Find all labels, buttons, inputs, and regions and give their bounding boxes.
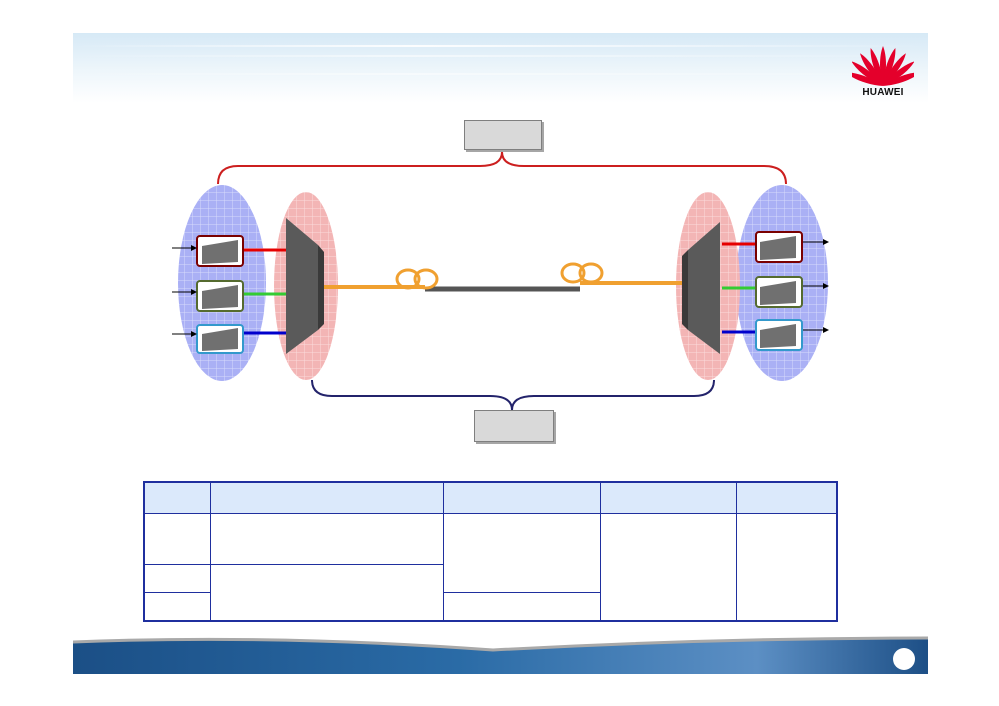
table-header-row bbox=[143, 481, 838, 515]
table-cell bbox=[143, 563, 211, 594]
footer-banner bbox=[73, 636, 928, 674]
table-cell bbox=[143, 513, 211, 565]
table-cell bbox=[209, 563, 444, 622]
table-cell bbox=[143, 592, 211, 622]
table-cell bbox=[442, 513, 601, 594]
demultiplexer bbox=[682, 222, 720, 354]
table-header-cell bbox=[735, 481, 838, 515]
transponder-green bbox=[196, 280, 244, 312]
table-row bbox=[143, 563, 837, 622]
table-row bbox=[143, 513, 838, 622]
table-header-cell bbox=[442, 481, 601, 515]
table-cell bbox=[209, 513, 444, 565]
transponder-red bbox=[196, 235, 244, 267]
table-header-cell bbox=[143, 481, 211, 515]
comparison-table bbox=[143, 481, 838, 622]
transponder-blue bbox=[755, 319, 803, 351]
transponder-red bbox=[755, 231, 803, 263]
table-cell bbox=[599, 513, 737, 622]
huawei-petals-icon bbox=[845, 46, 921, 86]
logo-text: HUAWEI bbox=[862, 87, 904, 98]
huawei-logo: HUAWEI bbox=[845, 42, 921, 102]
transponder-label-box bbox=[464, 120, 542, 150]
table-row bbox=[143, 592, 837, 622]
transponder-blue bbox=[196, 324, 244, 354]
header-banner bbox=[73, 33, 928, 103]
table-header-cell bbox=[209, 481, 444, 515]
table-header-cell bbox=[599, 481, 737, 515]
bottom-brace bbox=[311, 379, 715, 411]
fiber-spool-icon bbox=[560, 262, 604, 284]
multiplexer bbox=[286, 218, 324, 354]
table-cell bbox=[442, 592, 601, 622]
page-number-badge bbox=[893, 648, 915, 670]
table-cell bbox=[735, 513, 838, 622]
fiber-spool-icon bbox=[395, 268, 439, 290]
mux-label-box bbox=[474, 410, 554, 442]
transponder-green bbox=[755, 276, 803, 308]
top-brace bbox=[217, 151, 787, 185]
